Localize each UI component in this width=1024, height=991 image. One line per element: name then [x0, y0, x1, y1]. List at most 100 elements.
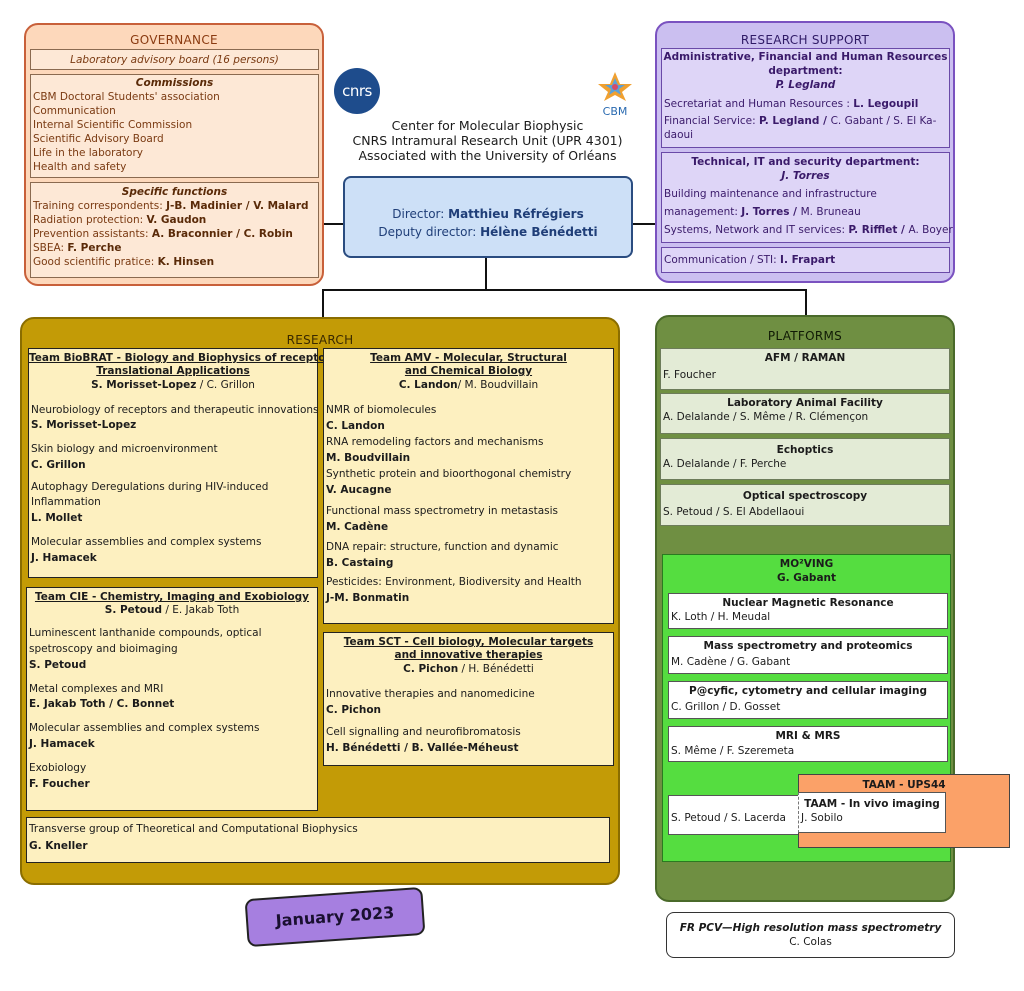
frpcv-box: FR PCV—High resolution mass spectrometry… [666, 912, 955, 958]
building-rest: M. Bruneau [800, 206, 861, 218]
cbm-logo-icon [598, 72, 632, 101]
center-unit: CNRS Intramural Research Unit (UPR 4301) [352, 133, 623, 148]
platform-people: C. Grillon / D. Gosset [671, 701, 781, 713]
topic-lead: J-M. Bonmatin [326, 592, 410, 604]
function-names: J-B. Madinier / V. Malard [166, 200, 309, 212]
function-label: Good scientific pratice: [33, 256, 158, 268]
topic-lead: C. Pichon [326, 704, 382, 716]
team-colead: / H. Bénédetti [458, 663, 534, 675]
topic-lead: J. Hamacek [29, 738, 95, 750]
topic-lead: M. Cadène [326, 521, 389, 533]
topic-lead: E. Jakab Toth / C. Bonnet [29, 698, 175, 710]
function-names: V. Gaudon [146, 214, 207, 226]
connector-line [323, 223, 344, 225]
admin-dept-title: Administrative, Financial and Human Reso… [663, 51, 948, 63]
team-colead: / C. Grillon [196, 379, 255, 391]
topic: Innovative therapies and nanomedicine [326, 688, 535, 700]
topic: Exobiology [29, 762, 87, 774]
team-title2: and innovative therapies [394, 649, 543, 661]
team-topics: Innovative therapies and nanomedicine C.… [324, 687, 613, 756]
commission-item: Communication [33, 105, 116, 117]
center-title: Center for Molecular Biophysic CNRS Intr… [345, 118, 630, 163]
commission-item: CBM Doctoral Students' association [33, 91, 220, 103]
connector-line [633, 223, 657, 225]
platform-afm: AFM / RAMAN F. Foucher [660, 348, 950, 390]
topic-lead: S. Petoud [29, 659, 87, 671]
team-lead: S. Petoud [104, 604, 163, 616]
secretariat-line: Secretariat and Human Resources : L. Leg… [662, 97, 949, 111]
function-label: Prevention assistants: [33, 228, 152, 240]
platform-people: S. Petoud / S. Lacerda [671, 812, 786, 824]
team-cie: Team CIE - Chemistry, Imaging and Exobio… [26, 587, 318, 811]
building-label: management: [664, 206, 742, 218]
topic-cont: spetroscopy and bioimaging [29, 643, 178, 655]
advisory-board: Laboratory advisory board (16 persons) [30, 49, 319, 70]
platform-title: Echoptics [776, 444, 834, 456]
specific-functions-box: Specific functions Training corresponden… [30, 182, 319, 278]
admin-dept-head: P. Legland [775, 79, 836, 91]
team-title: Team SCT - Cell biology, Molecular targe… [343, 636, 594, 648]
platform-title: AFM / RAMAN [764, 352, 846, 364]
research-panel: RESEARCH Team BioBRAT - Biology and Biop… [20, 317, 620, 885]
team-topics: NMR of biomolecules C. Landon RNA remode… [324, 403, 613, 606]
topic-lead: M. Boudvillain [326, 452, 411, 464]
platform-title: Optical spectroscopy [742, 490, 868, 502]
platform-people: A. Delalande / S. Même / R. Clémençon [663, 411, 869, 423]
team-title: Team CIE - Chemistry, Imaging and Exobio… [34, 591, 310, 603]
financial-label: Financial Service: [664, 115, 759, 127]
moving-title: MO²VING [779, 558, 834, 570]
topic-lead: G. Kneller [29, 840, 88, 852]
building-line: Building maintenance and infrastructure [664, 188, 877, 200]
team-colead: / E. Jakab Toth [162, 604, 240, 616]
platform-title: MRI & MRS [775, 730, 841, 742]
director-box: Director: Matthieu Réfrégiers Deputy dir… [343, 176, 633, 258]
platforms-title: PLATFORMS [767, 329, 843, 343]
team-title: Team BioBRAT - Biology and Biophysics of… [29, 352, 341, 364]
commission-item: Life in the laboratory [33, 147, 144, 159]
topic-lead: F. Foucher [29, 778, 90, 790]
connector-line [322, 289, 324, 319]
cnrs-logo-text: cnrs [342, 82, 372, 100]
moving-nmr: Nuclear Magnetic Resonance K. Loth / H. … [668, 593, 948, 629]
deputy-line: Deputy director: Hélène Bénédetti [345, 223, 631, 241]
date-badge-label: January 2023 [275, 902, 395, 931]
taam-people: J. Sobilo [801, 812, 843, 824]
communication-name: I. Frapart [780, 254, 836, 266]
functions-title: Specific functions [121, 186, 228, 198]
commission-item: Internal Scientific Commission [33, 119, 193, 131]
platform-people: A. Delalande / F. Perche [663, 458, 787, 470]
governance-title: GOVERNANCE [130, 33, 218, 47]
research-title: RESEARCH [286, 333, 354, 347]
team-sct: Team SCT - Cell biology, Molecular targe… [323, 632, 614, 766]
moving-pacyfic: P@cyfic, cytometry and cellular imaging … [668, 681, 948, 719]
taam-title: TAAM - In vivo imaging [804, 798, 940, 810]
function-item: Training correspondents: J-B. Madinier /… [33, 199, 318, 213]
platform-animal-facility: Laboratory Animal Facility A. Delalande … [660, 393, 950, 434]
platform-optical-spectroscopy: Optical spectroscopy S. Petoud / S. El A… [660, 484, 950, 526]
topic-lead: L. Mollet [31, 512, 83, 524]
topic: Autophagy Deregulations during HIV-induc… [31, 481, 269, 493]
topic: Pesticides: Environment, Biodiversity an… [326, 576, 582, 588]
connector-line [485, 258, 487, 291]
frpcv-people: C. Colas [789, 936, 832, 948]
date-badge: January 2023 [244, 886, 426, 948]
secretariat-name: L. Legoupil [853, 98, 919, 110]
topic: RNA remodeling factors and mechanisms [326, 436, 544, 448]
function-names: K. Hinsen [157, 256, 215, 268]
communication-line: Communication / STI: I. Frapart [664, 253, 949, 267]
connector-line [323, 289, 806, 291]
building-line2: management: J. Torres / M. Bruneau [662, 205, 949, 219]
systems-name: P. Rifflet / [848, 224, 909, 236]
topic-lead: S. Morisset-Lopez [31, 419, 137, 431]
function-names: F. Perche [67, 242, 122, 254]
function-item: SBEA: F. Perche [33, 241, 318, 255]
building-name: J. Torres / [741, 206, 801, 218]
financial-rest: C. Gabant / S. El Ka- [830, 115, 937, 127]
topic: Skin biology and microenvironment [31, 443, 218, 455]
moving-head: G. Gabant [776, 572, 837, 584]
cnrs-logo: cnrs [334, 68, 380, 114]
topic: NMR of biomolecules [326, 404, 437, 416]
team-title: Team AMV - Molecular, Structural [370, 352, 567, 364]
topic-lead: V. Aucagne [326, 484, 392, 496]
systems-rest: A. Boyer [908, 224, 953, 236]
